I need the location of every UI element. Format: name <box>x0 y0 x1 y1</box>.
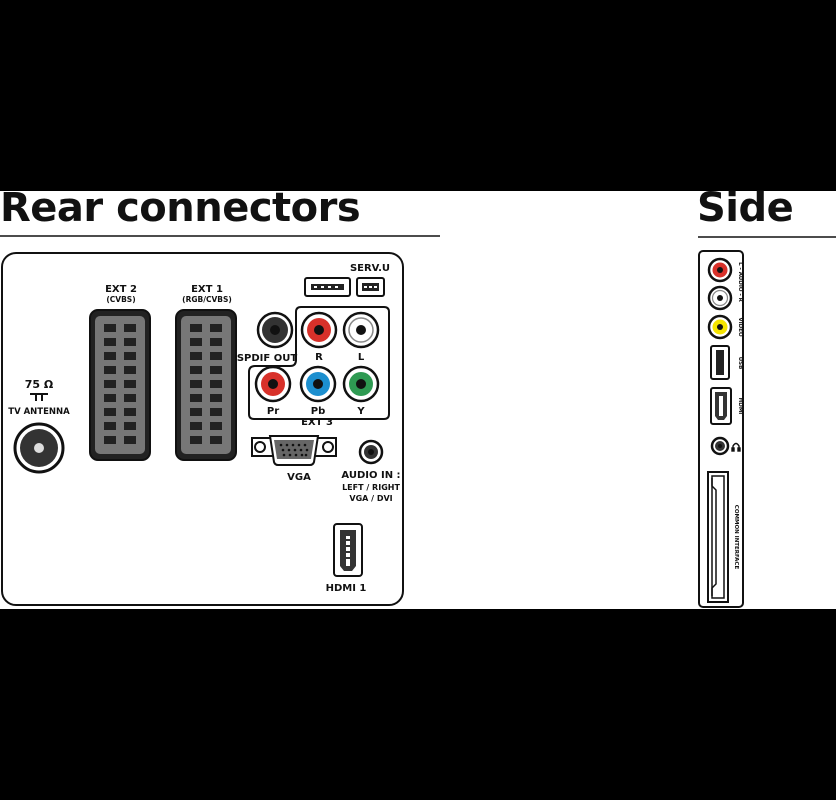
hdmi1-port <box>333 523 363 577</box>
tv-antenna-label: TV ANTENNA <box>8 407 70 417</box>
pr-jack <box>254 365 292 403</box>
l-label: L <box>358 352 365 363</box>
side-audio-label: L - AUDIO - R <box>737 262 743 303</box>
service-port <box>356 277 385 297</box>
side-usb-label: USB <box>737 357 743 370</box>
ext2-label: EXT 2 <box>105 284 137 295</box>
ext3-label: EXT 3 <box>301 417 333 428</box>
side-video-label: VIDEO <box>737 317 743 337</box>
side-hdmi-port <box>710 387 732 425</box>
hdmi1-label: HDMI 1 <box>326 583 367 594</box>
usb-port-rear <box>304 277 351 297</box>
side-ci-label: COMMON INTERFACE <box>733 505 739 570</box>
pr-label: Pr <box>267 406 279 417</box>
pb-jack <box>299 365 337 403</box>
y-jack <box>342 365 380 403</box>
side-audio-l-jack <box>707 285 733 311</box>
antenna-symbol-icon <box>30 393 48 401</box>
side-video-jack <box>707 314 733 340</box>
side-hdmi-label: HDMI <box>737 398 743 415</box>
ext2-sub-label: (CVBS) <box>106 295 135 304</box>
audio-in-label: AUDIO IN : <box>341 470 400 481</box>
antenna-connector <box>13 422 65 474</box>
y-label: Y <box>356 406 365 417</box>
spdif-label: SPDIF OUT <box>237 353 297 364</box>
vga-port <box>251 435 337 466</box>
scart-ext2 <box>89 309 151 461</box>
spdif-out-jack <box>256 311 294 349</box>
pb-label: Pb <box>311 406 326 417</box>
common-interface-slot <box>707 471 729 603</box>
side-heading: Side <box>697 185 794 231</box>
scart-ext1 <box>175 309 237 461</box>
audio-in-jack <box>358 439 384 465</box>
side-usb-port <box>710 345 730 380</box>
audio-l-jack <box>342 311 380 349</box>
headphone-icon <box>731 442 741 452</box>
servu-label: SERV.U <box>350 263 390 274</box>
audio-in-line3: VGA / DVI <box>349 494 392 503</box>
rear-heading: Rear connectors <box>0 185 361 231</box>
r-label: R <box>315 352 323 363</box>
ext1-label: EXT 1 <box>191 284 223 295</box>
side-headphone-jack <box>710 436 730 456</box>
ext1-sub-label: (RGB/CVBS) <box>182 295 232 304</box>
audio-in-line2: LEFT / RIGHT <box>342 483 400 492</box>
ext3-bracket <box>248 306 390 420</box>
vga-label: VGA <box>287 472 311 483</box>
side-audio-r-jack <box>707 257 733 283</box>
ohm-label: 75 Ω <box>25 378 54 391</box>
audio-r-jack <box>300 311 338 349</box>
